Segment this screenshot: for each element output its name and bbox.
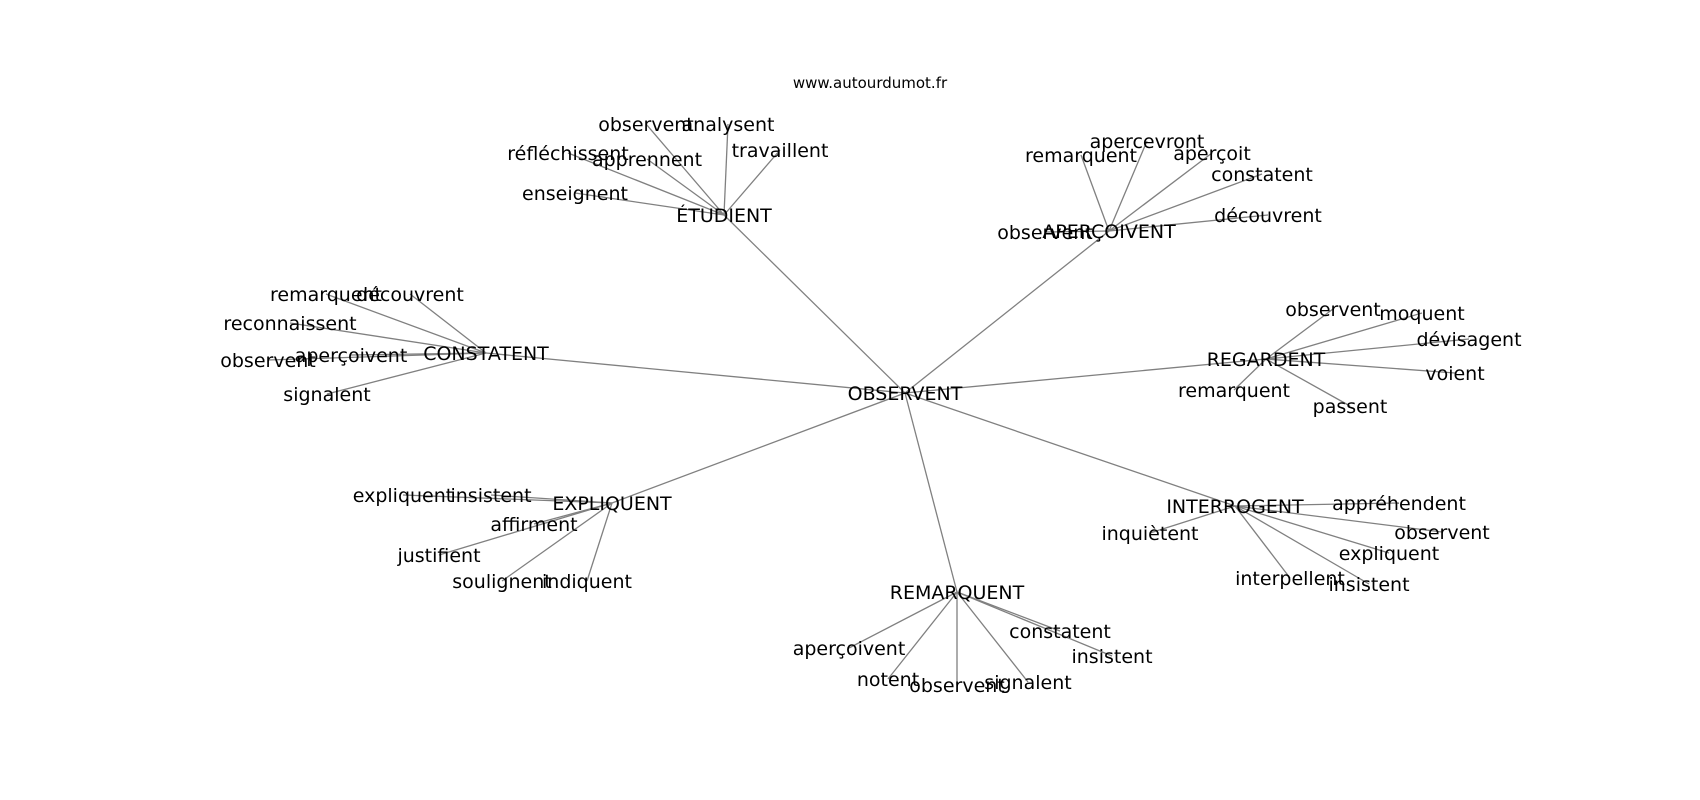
hub-node: INTERROGENT <box>1166 496 1304 518</box>
leaf-node: réfléchissent <box>507 143 629 165</box>
edge-hub-leaf <box>646 158 725 216</box>
edge-hub-leaf <box>1265 312 1423 360</box>
leaf-node: observent <box>997 222 1093 244</box>
leaf-node: passent <box>1313 396 1388 418</box>
leaf-node: travaillent <box>732 140 829 162</box>
edge-hub-leaf <box>567 152 725 216</box>
edge-hub-leaf <box>1233 358 1267 391</box>
edge-center-hub <box>485 352 906 394</box>
leaf-node: affirment <box>490 514 577 536</box>
edge-hub-leaf <box>1234 505 1390 554</box>
leaf-node: insistent <box>450 485 531 507</box>
hub-node: REMARQUENT <box>890 582 1025 604</box>
leaf-node: remarquent <box>1025 145 1137 167</box>
leaf-node: observent <box>1285 299 1381 321</box>
edge-hub-leaf <box>501 502 613 582</box>
hub-node: REGARDENT <box>1207 349 1326 371</box>
leaf-node: découvrent <box>1214 205 1322 227</box>
edge-hub-leaf <box>1149 505 1236 534</box>
edge-hub-leaf <box>1234 502 1400 507</box>
leaf-node: enseignent <box>522 183 628 205</box>
edge-hub-leaf <box>1080 154 1110 232</box>
leaf-node: soulignent <box>452 571 551 593</box>
graph-edges <box>267 123 1470 685</box>
leaf-node: analysent <box>682 114 775 136</box>
leaf-node: insistent <box>1328 574 1409 596</box>
edge-hub-leaf <box>1044 230 1110 233</box>
edge-hub-leaf <box>1108 214 1269 232</box>
hub-node: CONSTATENT <box>423 343 549 365</box>
graph-labels: www.autourdumot.fr OBSERVENT ÉTUDIENT obse… <box>220 74 1521 697</box>
leaf-node: expliquent <box>1339 543 1440 565</box>
leaf-node: observent <box>1394 522 1490 544</box>
edge-hub-leaf <box>326 352 487 395</box>
edge-hub-leaf <box>409 293 487 354</box>
edge-hub-leaf <box>1108 152 1213 232</box>
edge-hub-leaf <box>438 502 613 556</box>
leaf-node: appréhendent <box>1332 493 1466 515</box>
leaf-node: signalent <box>283 384 370 406</box>
edge-hub-leaf <box>1265 308 1334 360</box>
edge-center-hub <box>611 392 906 504</box>
edge-hub-leaf <box>490 494 613 504</box>
leaf-node: observent <box>909 675 1005 697</box>
edge-hub-leaf <box>1265 358 1456 374</box>
edge-hub-leaf <box>402 494 613 504</box>
edge-center-hub <box>904 392 1236 507</box>
leaf-node: aperçoivent <box>793 638 906 660</box>
edge-hub-leaf <box>1108 173 1263 232</box>
edge-hub-leaf <box>325 293 487 354</box>
center-node: OBSERVENT <box>848 383 963 405</box>
site-label: www.autourdumot.fr <box>793 74 948 92</box>
hub-node: ÉTUDIENT <box>676 204 772 227</box>
edge-hub-leaf <box>1108 140 1148 232</box>
leaf-node: aperçoivent <box>295 345 408 367</box>
edge-hub-leaf <box>645 123 725 216</box>
edge-hub-leaf <box>956 591 1029 683</box>
leaf-node: reconnaissent <box>223 313 356 335</box>
edge-hub-leaf <box>1265 338 1470 360</box>
leaf-node: apprennent <box>592 149 702 171</box>
leaf-node: observent <box>598 114 694 136</box>
hub-node: EXPLIQUENT <box>552 493 672 515</box>
edge-hub-leaf <box>723 149 781 216</box>
leaf-node: justifient <box>396 545 480 567</box>
edge-hub-leaf <box>887 591 958 680</box>
leaf-node: constatent <box>1009 621 1111 643</box>
edge-center-hub <box>904 358 1267 394</box>
leaf-node: signalent <box>984 672 1071 694</box>
edge-hub-leaf <box>289 322 487 354</box>
edge-center-hub <box>904 392 958 593</box>
leaf-node: constatent <box>1211 164 1313 186</box>
leaf-node: découvrent <box>356 284 464 306</box>
edge-hub-leaf <box>956 591 1113 657</box>
leaf-node: apercevront <box>1090 131 1205 153</box>
edge-hub-leaf <box>574 192 725 216</box>
leaf-node: remarquent <box>1178 380 1290 402</box>
leaf-node: remarquent <box>270 284 382 306</box>
leaf-node: voient <box>1425 363 1484 385</box>
leaf-node: expliquent <box>353 485 454 507</box>
leaf-node: observent <box>220 350 316 372</box>
leaf-node: moquent <box>1379 303 1464 325</box>
edge-hub-leaf <box>586 502 613 582</box>
leaf-node: insistent <box>1071 646 1152 668</box>
edge-hub-leaf <box>1234 505 1291 579</box>
leaf-node: inquiètent <box>1101 523 1198 545</box>
edge-center-hub <box>904 230 1110 394</box>
hub-node: APERÇOIVENT <box>1042 221 1176 243</box>
leaf-node: notent <box>857 669 919 691</box>
edge-hub-leaf <box>1234 505 1370 585</box>
edge-hub-leaf <box>1265 358 1351 407</box>
edge-hub-leaf <box>1234 505 1443 533</box>
edge-hub-leaf <box>723 123 729 216</box>
edge-hub-leaf <box>267 352 487 361</box>
leaf-node: dévisagent <box>1416 329 1521 351</box>
edge-hub-leaf <box>848 591 958 649</box>
leaf-node: aperçoit <box>1173 143 1251 165</box>
edge-center-hub <box>723 214 906 394</box>
leaf-node: indiquent <box>542 571 632 593</box>
leaf-node: interpellent <box>1235 568 1345 590</box>
